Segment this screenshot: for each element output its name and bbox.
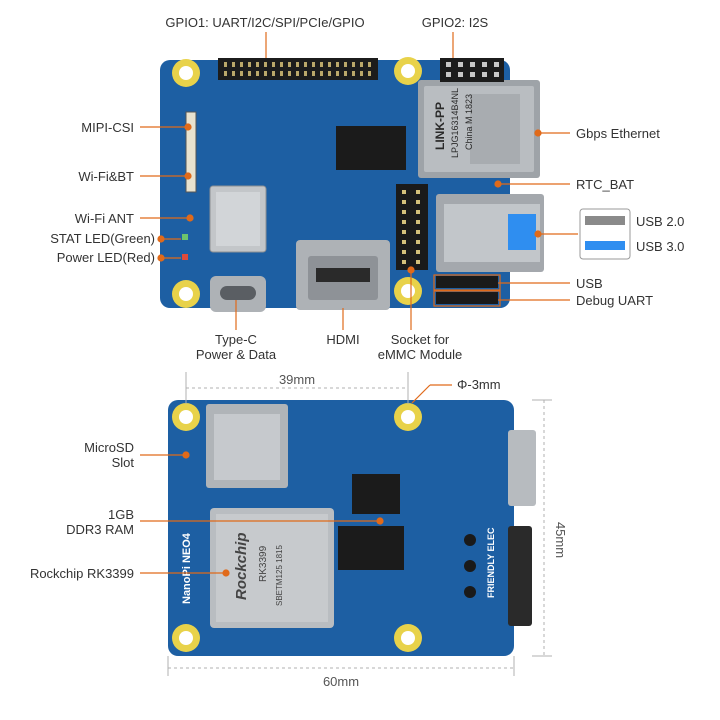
friendly-elec-print: FRIENDLY ELEC	[486, 527, 496, 598]
emmc-label-line1: Socket for	[390, 332, 450, 347]
rtc-bat-label: RTC_BAT	[576, 177, 635, 192]
hdmi-port	[296, 240, 390, 310]
soc-code-print: SBETM125 1815	[275, 545, 284, 606]
gpio1-label: GPIO1: UART/I2C/SPI/PCIe/GPIO	[165, 15, 365, 30]
soc-model-print: RK3399	[258, 545, 269, 582]
usb30-label: USB 3.0	[636, 239, 685, 254]
usb-header	[436, 276, 498, 288]
ram-label-line1: 1GB	[107, 507, 134, 522]
gbps-ethernet-label: Gbps Ethernet	[576, 126, 660, 141]
bottom-chip-2	[352, 474, 400, 514]
mipi-csi-label: MIPI-CSI	[81, 120, 134, 135]
dim-60-label: 60mm	[322, 674, 360, 689]
ethernet-jack: LINK-PP LPJG16314B4NL China M 1823	[418, 80, 540, 178]
dim-39-label: 39mm	[278, 372, 316, 387]
microsd-label-line2: Slot	[111, 455, 134, 470]
eth-origin-print: China M 1823	[464, 94, 474, 150]
microsd-slot	[206, 404, 288, 488]
eth-part-print: LPJG16314B4NL	[450, 88, 460, 158]
emmc-label-line2: eMMC Module	[377, 347, 463, 362]
usb3-port	[436, 194, 544, 272]
rockchip-label: Rockchip RK3399	[29, 566, 134, 581]
top-leader-lines	[140, 32, 578, 330]
bottom-pcb-ext	[508, 430, 536, 506]
bottom-connector-ext	[508, 526, 532, 626]
ram-label-line2: DDR3 RAM	[66, 522, 134, 537]
soc-brand-print: Rockchip	[233, 532, 250, 600]
eth-brand-print: LINK-PP	[433, 102, 447, 150]
power-led-label: Power LED(Red)	[56, 250, 155, 265]
stat-led	[182, 234, 188, 240]
bottom-board: Rockchip RK3399 SBETM125 1815 NanoPi NEO…	[168, 400, 536, 656]
wifi-bt-label: Wi-Fi&BT	[78, 169, 134, 184]
power-led	[182, 254, 188, 260]
microsd-label-line1: MicroSD	[84, 440, 134, 455]
dimension-lines	[167, 372, 552, 676]
usb-legend	[579, 208, 631, 260]
dim-45-label: 45mm	[553, 522, 568, 558]
typec-label-line1: Type-C	[215, 332, 257, 347]
gpio1-header	[218, 58, 378, 80]
typec-label-line2: Power & Data	[195, 347, 277, 362]
wifi-ant-label: Wi-Fi ANT	[74, 211, 134, 226]
rockchip-soc: Rockchip RK3399 SBETM125 1815	[210, 508, 334, 628]
mipi-csi-connector	[185, 111, 197, 193]
board-name-print: NanoPi NEO4	[181, 532, 193, 604]
bottom-ram-chip	[338, 526, 404, 570]
usb30-swatch	[585, 241, 625, 250]
typec-port	[210, 276, 266, 312]
usb20-label: USB 2.0	[636, 214, 685, 229]
emmc-socket	[396, 184, 428, 270]
usb20-swatch	[585, 216, 625, 225]
hdmi-label: HDMI	[326, 332, 360, 347]
debug-uart-label: Debug UART	[576, 293, 654, 308]
bottom-leader-lines	[140, 384, 452, 577]
gpio2-header	[440, 58, 504, 82]
top-ram-chip	[336, 126, 406, 170]
usb-label: USB	[576, 276, 603, 291]
stat-led-label: STAT LED(Green)	[50, 231, 155, 246]
hole-diameter-label: Φ-3mm	[457, 377, 501, 392]
top-board: LINK-PP LPJG16314B4NL China M 1823	[160, 57, 544, 312]
gpio2-label: GPIO2: I2S	[421, 15, 489, 30]
debug-uart-header	[436, 292, 498, 304]
wifi-module	[209, 185, 267, 253]
